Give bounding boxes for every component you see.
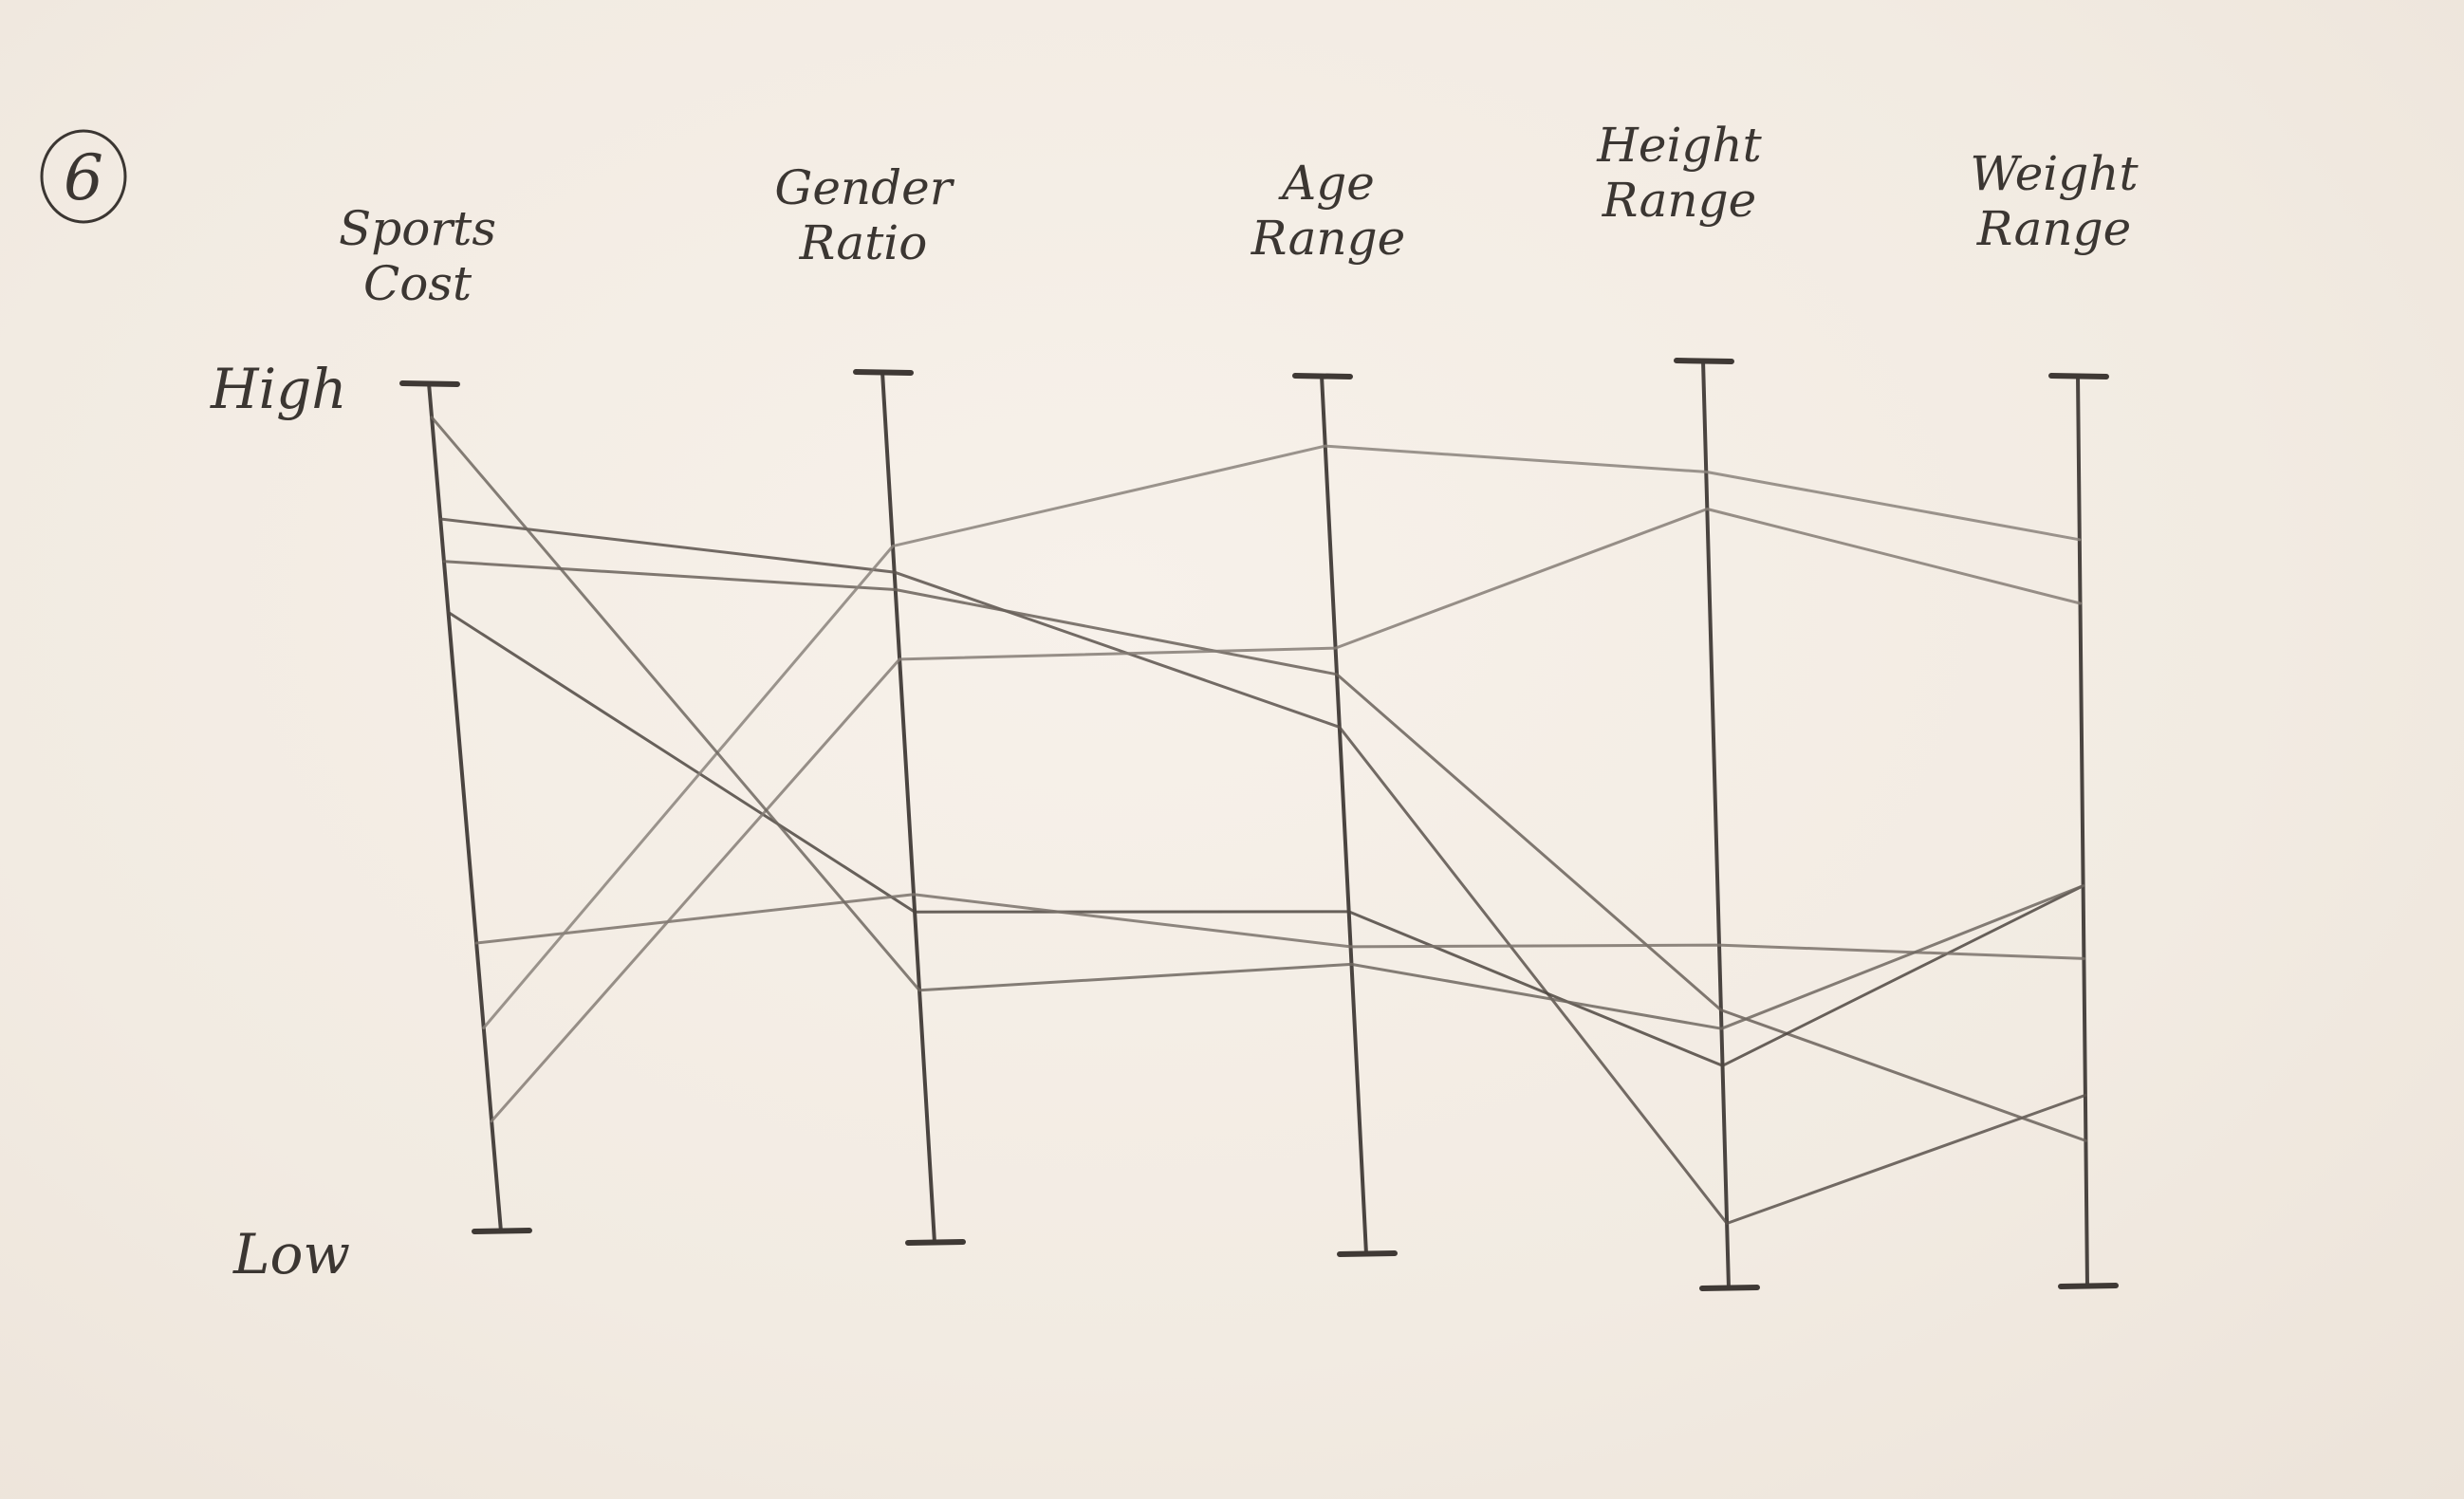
axis-title-5-line-1: Weight [1970, 146, 2139, 201]
axis-bottom-tick-4 [1699, 1285, 1760, 1291]
axis-title-3-line-2: Range [1251, 211, 1405, 266]
axis-line-2 [880, 370, 936, 1245]
axis-title-1-line-2: Cost [363, 256, 472, 311]
axis-bottom-tick-3 [1337, 1250, 1398, 1257]
axis-line-4 [1701, 359, 1731, 1290]
axis-title-5-line-2: Range [1976, 201, 2131, 256]
axis-title-4-line-1: Height [1596, 118, 1762, 173]
axis-top-tick-1 [399, 380, 460, 387]
axis-bottom-tick-2 [905, 1239, 966, 1246]
axis-line-1 [427, 381, 503, 1233]
series-line-5 [482, 444, 2082, 1029]
axis-title-1-line-1: Sports [339, 201, 496, 256]
series-line-7 [430, 416, 2085, 1030]
series-line-3 [447, 610, 2085, 1067]
low-label: Low [232, 1222, 350, 1286]
series-line-1 [438, 517, 2087, 1225]
axis-top-tick-2 [853, 369, 914, 376]
high-label: High [210, 357, 347, 421]
axis-title-3-line-1: Age [1278, 156, 1375, 211]
axis-titles: SportsCostGenderRatioAgeRangeHeightRange… [339, 118, 2140, 311]
axis-top-tick-5 [2048, 373, 2109, 379]
axis-title-4-line-2: Range [1602, 173, 1756, 228]
axis-top-tick-3 [1292, 373, 1353, 379]
figure-number: 6 [64, 141, 103, 214]
series-line-2 [442, 560, 2087, 1142]
series-lines [430, 416, 2087, 1225]
axis-title-2-line-2: Ratio [799, 215, 928, 270]
figure-number-badge: 6 [40, 129, 127, 224]
axis-line-3 [1320, 374, 1368, 1256]
series-line-4 [474, 893, 2085, 960]
axis-line-5 [2076, 374, 2089, 1288]
series-line-6 [490, 508, 2082, 1123]
axis-title-2-line-1: Gender [774, 160, 954, 215]
axes [399, 358, 2119, 1291]
